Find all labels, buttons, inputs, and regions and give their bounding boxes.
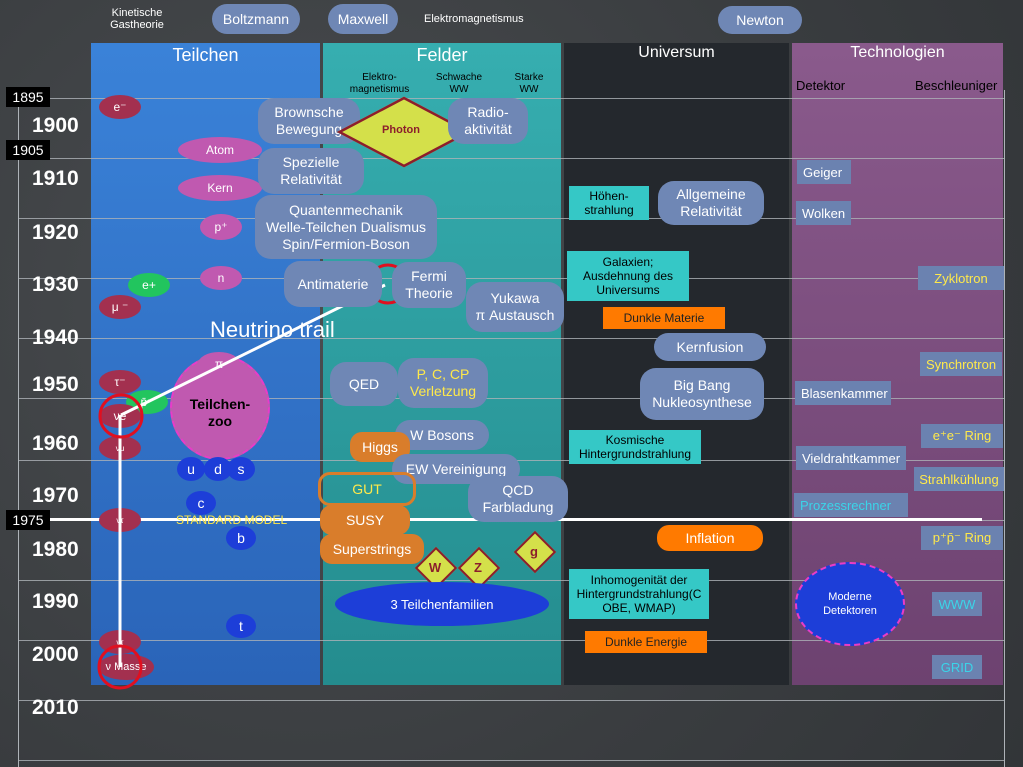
kern-node[interactable]: Kern xyxy=(178,175,262,201)
pion-node[interactable]: π xyxy=(198,352,240,376)
wolken-box[interactable]: Wolken xyxy=(796,201,851,225)
universum-title: Universum xyxy=(638,44,715,61)
gut-box[interactable]: GUT xyxy=(318,472,416,506)
allgemeine-bubble[interactable]: Allgemeine Relativität xyxy=(658,181,764,225)
zoo-label: Teilchen- zoo xyxy=(189,396,251,429)
year-box-1905: 1905 xyxy=(6,140,50,160)
synchrotron-box[interactable]: Synchrotron xyxy=(920,352,1002,376)
felder-sub-strong: Starke WW xyxy=(514,72,544,95)
year-label: 1920 xyxy=(32,221,79,244)
brownsche-bubble[interactable]: Brownsche Bewegung xyxy=(258,98,360,144)
felder-sub-weak: Schwache WW xyxy=(435,72,483,95)
muon-node[interactable]: μ ⁻ xyxy=(99,295,141,319)
year-label: 2000 xyxy=(32,643,79,666)
quark-c[interactable]: c xyxy=(186,491,216,515)
quanten-bubble[interactable]: Quantenmechanik Welle-Teilchen Dualismus… xyxy=(255,195,437,259)
zyklotron-box[interactable]: Zyklotron xyxy=(918,266,1004,290)
ppbar-ring-box[interactable]: p⁺p̄⁻ Ring xyxy=(921,526,1003,550)
radio-bubble[interactable]: Radio- aktivität xyxy=(448,98,528,144)
year-label: 1910 xyxy=(32,167,79,190)
gridline-1950 xyxy=(18,398,1005,399)
superstrings-box[interactable]: Superstrings xyxy=(320,534,424,564)
year-box-1975: 1975 xyxy=(6,510,50,530)
teilchen-title: Teilchen xyxy=(172,45,239,65)
year-label: 1990 xyxy=(32,590,79,613)
yukawa-bubble[interactable]: Yukawa π Austausch xyxy=(466,282,564,332)
dunkle-materie-box[interactable]: Dunkle Materie xyxy=(603,307,725,329)
kernfusion-bubble[interactable]: Kernfusion xyxy=(654,333,766,361)
fermi-bubble[interactable]: Fermi Theorie xyxy=(392,262,466,308)
right-axis xyxy=(1004,90,1005,767)
inflation-box[interactable]: Inflation xyxy=(657,525,763,551)
www-box[interactable]: WWW xyxy=(932,592,982,616)
tech-sub-detektor: Detektor xyxy=(796,78,846,93)
gridline-2000 xyxy=(18,700,1005,701)
susy-box[interactable]: SUSY xyxy=(320,505,410,535)
moderne-detektoren[interactable]: Moderne Detektoren xyxy=(795,562,905,646)
gridline-1930 xyxy=(18,278,1005,279)
standard-model-label: STANDARD MODEL xyxy=(176,513,288,527)
quark-t[interactable]: t xyxy=(226,614,256,638)
wbosons-bubble[interactable]: W Bosons xyxy=(395,420,489,450)
proton-node[interactable]: p⁺ xyxy=(200,214,242,240)
year-label: 1980 xyxy=(32,538,79,561)
epem-ring-box[interactable]: e⁺e⁻ Ring xyxy=(921,424,1003,448)
photon-label: Photon xyxy=(382,124,420,136)
gridline-1980 xyxy=(18,580,1005,581)
technologien-title: Technologien xyxy=(850,44,945,61)
gridline-1940 xyxy=(18,338,1005,339)
bigbang-bubble[interactable]: Big Bang Nukleosynthese xyxy=(640,368,764,420)
newton-pill[interactable]: Newton xyxy=(718,6,802,34)
strahlkuehlung-box[interactable]: Strahlkühlung xyxy=(914,467,1004,491)
quark-u[interactable]: u xyxy=(177,457,205,481)
gridline-1920 xyxy=(18,218,1005,219)
year-label: 1970 xyxy=(32,484,79,507)
electron-node[interactable]: e⁻ xyxy=(99,95,141,119)
positron-node[interactable]: e+ xyxy=(128,273,170,297)
antimaterie-bubble[interactable]: Antimaterie xyxy=(284,261,382,307)
tau-node[interactable]: τ⁻ xyxy=(99,370,141,394)
year-label: 1930 xyxy=(32,273,79,296)
felder-sub-em: Elektro- magnetismus xyxy=(349,72,410,95)
atom-node[interactable]: Atom xyxy=(178,137,262,163)
dunkle-energie-box[interactable]: Dunkle Energie xyxy=(585,631,707,653)
year-box-1895: 1895 xyxy=(6,87,50,107)
z-label: Z xyxy=(474,560,482,575)
year-label: 2010 xyxy=(32,696,79,719)
nu-masse-node[interactable]: ν Masse xyxy=(98,654,154,680)
drei-familien[interactable]: 3 Teilchenfamilien xyxy=(335,582,549,626)
geiger-box[interactable]: Geiger xyxy=(797,160,851,184)
qcd-bubble[interactable]: QCD Farbladung xyxy=(468,476,568,522)
quark-s[interactable]: s xyxy=(227,457,255,481)
gridline-1910 xyxy=(18,158,1005,159)
felder-title: Felder xyxy=(416,45,468,65)
year-label: 1950 xyxy=(32,373,79,396)
grid-box[interactable]: GRID xyxy=(932,655,982,679)
kinetic-label: Kinetische Gastheorie xyxy=(110,7,164,31)
left-axis xyxy=(18,90,19,767)
hoehen-box[interactable]: Höhen- strahlung xyxy=(569,186,649,220)
quark-b[interactable]: b xyxy=(226,526,256,550)
year-label: 1940 xyxy=(32,326,79,349)
inhomo-box[interactable]: Inhomogenität der Hintergrundstrahlung(C… xyxy=(569,569,709,619)
g-label: g xyxy=(530,544,538,559)
neutron-node[interactable]: n xyxy=(200,266,242,290)
maxwell-pill[interactable]: Maxwell xyxy=(328,4,398,34)
year-label: 1900 xyxy=(32,114,79,137)
prozessrechner-box[interactable]: Prozessrechner xyxy=(794,493,908,517)
em-label: Elektromagnetismus xyxy=(424,13,524,25)
kosmische-box[interactable]: Kosmische Hintergrundstrahlung xyxy=(569,430,701,464)
w-label: W xyxy=(428,560,442,575)
boltzmann-pill[interactable]: Boltzmann xyxy=(212,4,300,34)
galaxien-box[interactable]: Galaxien; Ausdehnung des Universums xyxy=(567,251,689,301)
pccp-bubble[interactable]: P, C, CP Verletzung xyxy=(398,358,488,408)
blasenkammer-box[interactable]: Blasenkammer xyxy=(795,381,891,405)
gridline-2010 xyxy=(18,760,1005,761)
vieldraht-box[interactable]: Vieldrahtkammer xyxy=(796,446,906,470)
year-label: 1960 xyxy=(32,432,79,455)
qed-bubble[interactable]: QED xyxy=(330,362,398,406)
gridline-1990 xyxy=(18,640,1005,641)
spezielle-bubble[interactable]: Spezielle Relativität xyxy=(258,148,364,194)
tech-sub-beschleuniger: Beschleuniger xyxy=(915,78,998,93)
